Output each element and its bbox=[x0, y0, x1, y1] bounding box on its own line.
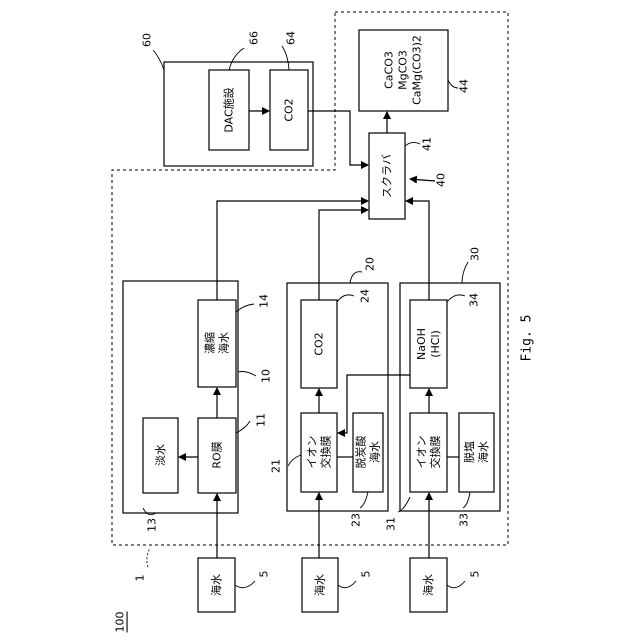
ion2-label-2: 交換膜 bbox=[428, 436, 442, 469]
ref-20: 20 bbox=[364, 257, 377, 271]
desalt-label-2: 海水 bbox=[476, 441, 490, 463]
desalt-label-1: 脱塩 bbox=[462, 441, 476, 463]
leader-41 bbox=[405, 142, 420, 146]
ion1-label-2: 交換膜 bbox=[319, 436, 333, 469]
scrubber-label: スクラバ bbox=[381, 154, 394, 198]
leader-66 bbox=[229, 48, 244, 70]
ref-40: 40 bbox=[435, 173, 448, 187]
conc-label-2: 海水 bbox=[217, 332, 231, 354]
leader-34 bbox=[447, 295, 465, 302]
leader-24 bbox=[337, 295, 354, 302]
leader-30 bbox=[462, 262, 468, 283]
ref-100: 100 bbox=[114, 612, 127, 633]
ref-30: 30 bbox=[469, 247, 482, 261]
ion2-label-1: イオン bbox=[415, 436, 428, 469]
ref-11: 11 bbox=[255, 413, 268, 427]
leader-5c bbox=[447, 581, 465, 588]
leader-60 bbox=[153, 50, 164, 70]
figure-label: Fig. 5 bbox=[520, 315, 535, 362]
sea-label-1: 海水 bbox=[209, 574, 223, 596]
ref-23: 23 bbox=[350, 513, 363, 527]
leader-64 bbox=[282, 46, 289, 70]
arrow-conc-scrubber bbox=[217, 201, 368, 300]
ref-21: 21 bbox=[270, 459, 283, 473]
sea-label-2: 海水 bbox=[313, 574, 327, 596]
leader-5b bbox=[338, 581, 356, 588]
co2top-label: CO2 bbox=[283, 98, 296, 121]
ref-64: 64 bbox=[285, 31, 298, 45]
naoh-label-1: NaOH bbox=[415, 328, 428, 360]
ref-31: 31 bbox=[385, 517, 398, 531]
ref-10: 10 bbox=[260, 369, 273, 383]
ref-24: 24 bbox=[359, 289, 372, 303]
ref-14: 14 bbox=[258, 294, 271, 308]
naoh-label-2: (HCl) bbox=[429, 330, 442, 358]
leader-14 bbox=[236, 304, 254, 312]
leader-33 bbox=[463, 492, 470, 508]
arrow-naoh-scrubber bbox=[406, 201, 429, 300]
leader-44 bbox=[448, 80, 458, 88]
product-label-2: MgCO3 bbox=[397, 50, 410, 90]
ref-1: 1 bbox=[134, 575, 147, 582]
arrow-co2b-scrubber bbox=[319, 210, 368, 300]
ref-34: 34 bbox=[468, 293, 481, 307]
leader-1 bbox=[147, 548, 150, 567]
ref-5-b: 5 bbox=[360, 571, 373, 578]
fresh-label: 淡水 bbox=[154, 444, 167, 466]
product-label-3: CaMg(CO3)2 bbox=[411, 35, 424, 105]
ref-5-c: 5 bbox=[469, 571, 482, 578]
conc-label-1: 濃縮 bbox=[203, 332, 217, 354]
ro-label: RO膜 bbox=[211, 441, 224, 468]
leader-5a bbox=[235, 581, 255, 588]
leader-23 bbox=[360, 492, 368, 508]
ref-33: 33 bbox=[458, 513, 471, 527]
decarb-label-2: 海水 bbox=[368, 441, 382, 463]
ref-41: 41 bbox=[421, 137, 434, 151]
ref-5-a: 5 bbox=[258, 571, 271, 578]
ref-44: 44 bbox=[458, 79, 471, 93]
product-label-1: CaCO3 bbox=[383, 51, 396, 89]
ref-60: 60 bbox=[141, 33, 154, 47]
co2b-label: CO2 bbox=[313, 332, 326, 355]
leader-20 bbox=[350, 272, 362, 283]
leader-10 bbox=[238, 372, 256, 377]
ref-13: 13 bbox=[146, 518, 159, 532]
arrow-40 bbox=[410, 179, 435, 181]
leader-13 bbox=[143, 508, 156, 515]
arrow-co2top-scrubber bbox=[308, 111, 368, 165]
dac-label: DAC施設 bbox=[222, 87, 236, 132]
ref-66: 66 bbox=[248, 31, 261, 45]
leader-21 bbox=[288, 455, 301, 466]
decarb-label-1: 脱炭酸 bbox=[354, 436, 368, 469]
ion1-label-1: イオン bbox=[306, 436, 319, 469]
sea-label-3: 海水 bbox=[421, 574, 435, 596]
